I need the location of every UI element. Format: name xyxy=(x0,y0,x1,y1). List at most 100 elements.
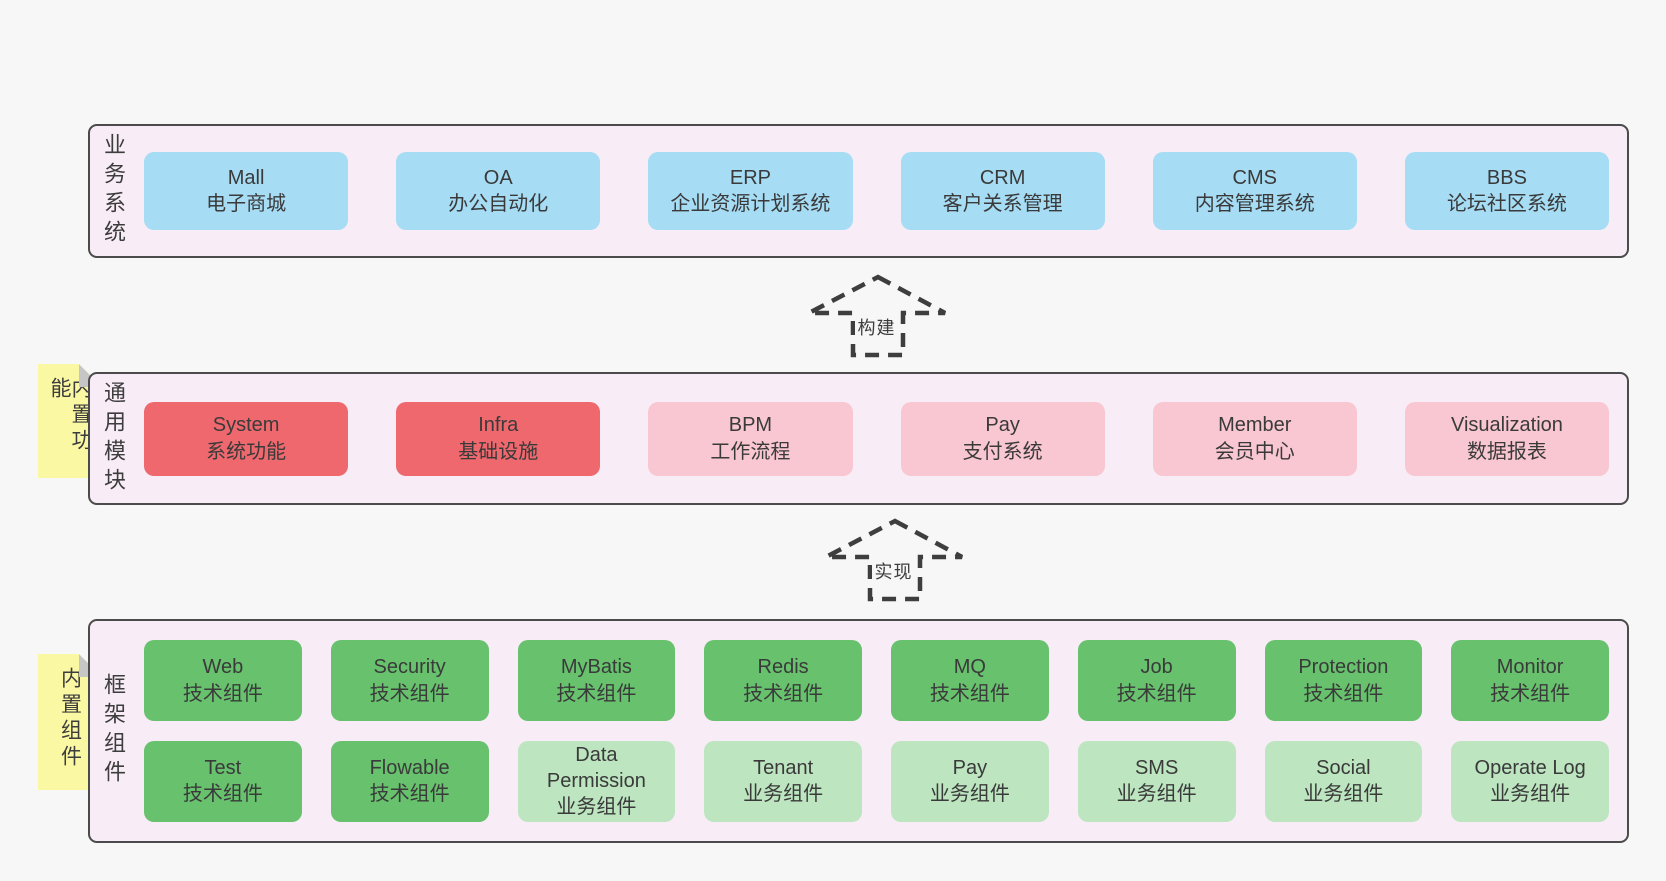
box-subtitle: 业务组件 xyxy=(556,796,637,819)
box-subtitle: 办公自动化 xyxy=(448,193,549,215)
box-infra: Infra 基础设施 xyxy=(396,401,601,476)
box-crm: CRM 客户关系管理 xyxy=(900,152,1105,230)
panel-side-label: 框架组件 xyxy=(101,673,126,789)
box-subtitle: 业务组件 xyxy=(1116,783,1197,806)
box-subtitle: 基础设施 xyxy=(458,440,539,463)
box-job: Job 技术组件 xyxy=(1077,640,1236,722)
box-subtitle: 支付系统 xyxy=(962,440,1043,463)
panel-side-label: 通用模块 xyxy=(101,380,126,497)
box-title: Infra xyxy=(478,414,519,437)
box-title: Job xyxy=(1140,656,1173,679)
box-erp: ERP 企业资源计划系统 xyxy=(648,152,853,230)
box-title: Flowable xyxy=(369,756,450,779)
arrow-up-icon xyxy=(824,518,964,602)
box-title: Redis xyxy=(757,656,809,679)
box-title: Mall xyxy=(227,166,265,189)
box-mybatis: MyBatis 技术组件 xyxy=(517,640,676,722)
box-title: Member xyxy=(1218,414,1292,437)
box-subtitle: 技术组件 xyxy=(743,682,824,705)
box-sms: SMS 业务组件 xyxy=(1077,740,1236,822)
box-cms: CMS 内容管理系统 xyxy=(1152,152,1357,230)
box-redis: Redis 技术组件 xyxy=(704,640,862,722)
box-tenant: Tenant 业务组件 xyxy=(704,740,862,822)
box-social: Social 业务组件 xyxy=(1264,740,1423,822)
box-subtitle: 会员中心 xyxy=(1214,440,1295,463)
box-subtitle: 企业资源计划系统 xyxy=(670,193,831,215)
arrow-label: 实现 xyxy=(871,557,916,585)
box-subtitle: 系统功能 xyxy=(206,440,287,463)
box-test: Test 技术组件 xyxy=(144,740,302,822)
box-subtitle: 技术组件 xyxy=(369,682,450,705)
sticky-label: 内置功能 xyxy=(48,377,92,455)
box-title: Data Permission xyxy=(546,743,646,792)
box-subtitle: 内容管理系统 xyxy=(1194,193,1315,215)
box-bpm: BPM 工作流程 xyxy=(648,401,853,476)
box-visualization: Visualization 数据报表 xyxy=(1404,401,1610,476)
business-boxes-row: Mall 电子商城 OA 办公自动化 ERP 企业资源计划系统 CRM 客户关系… xyxy=(124,126,1627,256)
common-modules-panel: 通用模块 System 系统功能 Infra 基础设施 BPM 工作流程 Pay… xyxy=(88,372,1629,505)
box-subtitle: 业务组件 xyxy=(1303,783,1384,806)
build-arrow: 构建 xyxy=(805,273,948,359)
box-subtitle: 技术组件 xyxy=(1303,682,1384,705)
arrow-label: 构建 xyxy=(854,313,899,341)
components-row-1: Web 技术组件 Security 技术组件 MyBatis 技术组件 Redi… xyxy=(144,640,1609,722)
components-rows: Web 技术组件 Security 技术组件 MyBatis 技术组件 Redi… xyxy=(124,621,1627,841)
box-title: Operate Log xyxy=(1474,756,1586,779)
box-oa: OA 办公自动化 xyxy=(396,152,601,230)
box-title: MyBatis xyxy=(560,656,632,679)
implement-arrow: 实现 xyxy=(822,517,965,603)
box-monitor: Monitor 技术组件 xyxy=(1451,640,1609,722)
box-pay: Pay 支付系统 xyxy=(900,401,1105,476)
box-subtitle: 业务组件 xyxy=(743,783,824,806)
box-mall: Mall 电子商城 xyxy=(144,152,349,230)
arrow-up-icon xyxy=(807,274,947,358)
box-subtitle: 工作流程 xyxy=(710,440,791,463)
box-title: BBS xyxy=(1486,166,1527,189)
framework-components-panel: 框架组件 Web 技术组件 Security 技术组件 MyBatis 技术组件… xyxy=(88,619,1629,843)
sticky-label: 内置组件 xyxy=(58,667,82,771)
box-subtitle: 技术组件 xyxy=(182,783,263,806)
box-title: Visualization xyxy=(1450,414,1563,437)
box-bbs: BBS 论坛社区系统 xyxy=(1404,152,1610,230)
box-subtitle: 业务组件 xyxy=(1490,783,1571,806)
panel-side-label: 业务系统 xyxy=(101,133,126,249)
box-title: OA xyxy=(483,166,513,189)
box-title: BPM xyxy=(728,414,773,437)
box-title: Tenant xyxy=(753,756,814,779)
box-subtitle: 论坛社区系统 xyxy=(1446,193,1567,215)
box-subtitle: 技术组件 xyxy=(929,682,1010,705)
box-mq: MQ 技术组件 xyxy=(891,640,1049,722)
box-title: Pay xyxy=(985,414,1020,437)
box-subtitle: 技术组件 xyxy=(369,783,450,806)
box-title: Protection xyxy=(1298,656,1389,679)
box-title: MQ xyxy=(953,656,986,679)
box-flowable: Flowable 技术组件 xyxy=(330,740,489,822)
box-member: Member 会员中心 xyxy=(1152,401,1357,476)
box-title: CMS xyxy=(1232,166,1277,189)
box-title: Security xyxy=(373,656,446,679)
box-title: SMS xyxy=(1134,756,1179,779)
box-protection: Protection 技术组件 xyxy=(1264,640,1423,722)
box-title: Monitor xyxy=(1496,656,1564,679)
business-systems-panel: 业务系统 Mall 电子商城 OA 办公自动化 ERP 企业资源计划系统 CRM… xyxy=(88,124,1629,258)
box-subtitle: 客户关系管理 xyxy=(942,193,1063,215)
box-title: Test xyxy=(204,756,242,779)
box-title: CRM xyxy=(979,166,1026,189)
box-title: Social xyxy=(1316,756,1371,779)
box-subtitle: 数据报表 xyxy=(1466,440,1547,463)
box-operate-log: Operate Log 业务组件 xyxy=(1451,740,1609,822)
box-title: Web xyxy=(202,656,244,679)
modules-boxes-row: System 系统功能 Infra 基础设施 BPM 工作流程 Pay 支付系统… xyxy=(124,374,1627,503)
box-subtitle: 技术组件 xyxy=(182,682,263,705)
box-pay-biz: Pay 业务组件 xyxy=(891,740,1049,822)
box-subtitle: 技术组件 xyxy=(1490,682,1571,705)
box-web: Web 技术组件 xyxy=(144,640,302,722)
box-security: Security 技术组件 xyxy=(330,640,489,722)
box-subtitle: 技术组件 xyxy=(1116,682,1197,705)
box-data-permission: Data Permission 业务组件 xyxy=(517,740,676,822)
box-subtitle: 电子商城 xyxy=(206,193,287,215)
box-system: System 系统功能 xyxy=(144,401,349,476)
box-title: System xyxy=(212,414,280,437)
box-subtitle: 业务组件 xyxy=(929,783,1010,806)
